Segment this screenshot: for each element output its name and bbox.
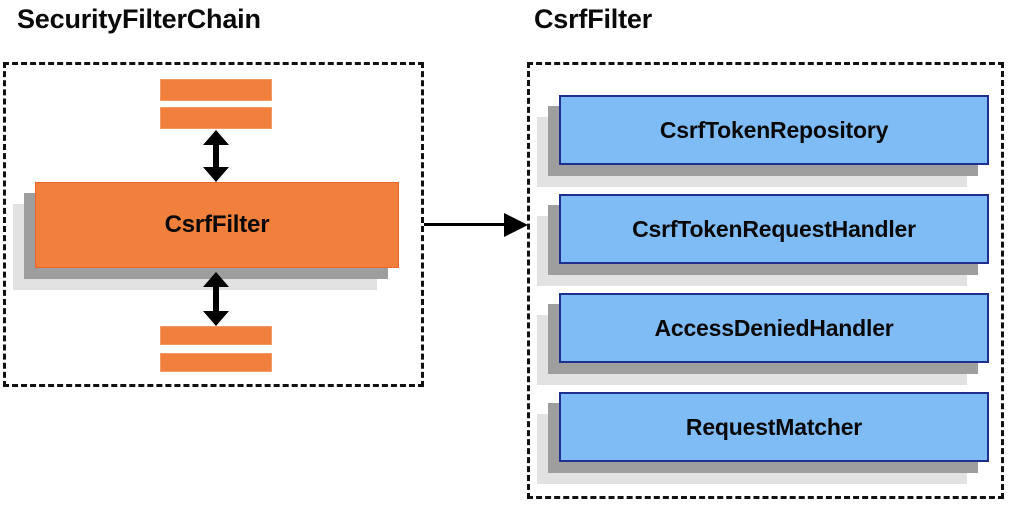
filter-stub-bar-below-2 — [160, 353, 272, 372]
arrow-head-right-icon — [504, 213, 528, 237]
node-csrf-token-repository[interactable]: CsrfTokenRepository — [537, 95, 989, 187]
connector-arrow-to-csrf-filter-detail — [424, 213, 528, 237]
node-face: AccessDeniedHandler — [559, 293, 989, 363]
left-panel-title: SecurityFilterChain — [17, 4, 261, 34]
arrow-shaft — [213, 141, 219, 171]
arrow-head-down-icon — [203, 167, 229, 182]
arrow-head-down-icon — [203, 311, 229, 326]
filter-stub-bar-above-2 — [160, 107, 272, 129]
node-label: CsrfFilter — [164, 211, 270, 238]
node-face: CsrfTokenRequestHandler — [559, 194, 989, 264]
arrow-shaft — [213, 283, 219, 315]
node-label: CsrfTokenRepository — [659, 116, 889, 143]
filter-chain-arrow-below — [203, 272, 229, 326]
csrf-filter-detail-container — [527, 62, 1004, 499]
node-access-denied-handler[interactable]: AccessDeniedHandler — [537, 293, 989, 385]
filter-stub-bar-above-1 — [160, 79, 272, 101]
security-filter-chain-container — [3, 62, 424, 387]
arrow-shaft — [424, 223, 514, 226]
right-panel-title: CsrfFilter — [534, 4, 653, 34]
node-request-matcher[interactable]: RequestMatcher — [537, 392, 989, 484]
node-label: CsrfTokenRequestHandler — [632, 215, 916, 242]
filter-stub-bar-below-1 — [160, 326, 272, 345]
node-label: AccessDeniedHandler — [654, 314, 894, 341]
node-label: RequestMatcher — [685, 413, 863, 440]
node-face: CsrfTokenRepository — [559, 95, 989, 165]
arrow-head-up-icon — [203, 272, 229, 287]
node-face: RequestMatcher — [559, 392, 989, 462]
node-csrf-filter[interactable]: CsrfFilter — [13, 182, 399, 290]
arrow-head-up-icon — [203, 130, 229, 145]
filter-chain-arrow-above — [203, 130, 229, 182]
node-face: CsrfFilter — [35, 182, 399, 268]
node-csrf-token-request-handler[interactable]: CsrfTokenRequestHandler — [537, 194, 989, 286]
